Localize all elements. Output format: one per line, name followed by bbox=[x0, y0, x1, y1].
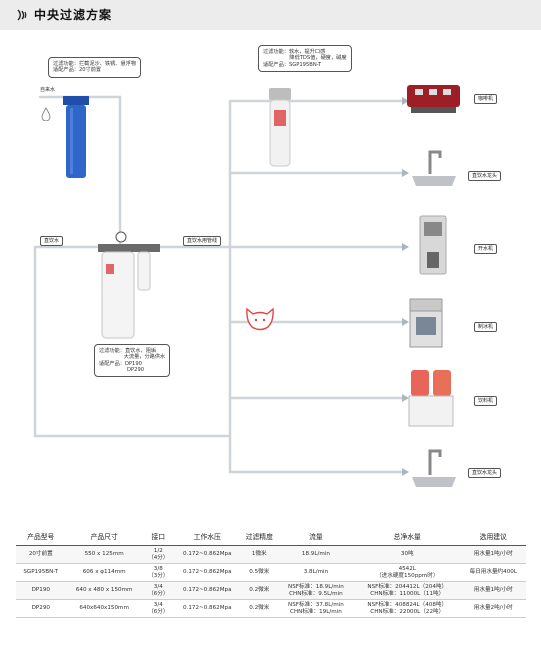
pipe-network bbox=[33, 95, 409, 476]
spec-table: 产品型号 产品尺寸 接口 工作水压 过滤精度 流量 总净水量 选用建议 20寸前… bbox=[16, 527, 526, 618]
water-boiler-image bbox=[419, 215, 447, 275]
table-cell: 4542L （进水硬度150ppm时） bbox=[353, 563, 461, 582]
table-cell: 20寸前置 bbox=[16, 545, 66, 564]
table-cell: 用水量1吨/小时 bbox=[460, 581, 526, 600]
table-cell: 0.2微米 bbox=[240, 581, 278, 600]
appliance-label-drink: 饮料机 bbox=[474, 396, 498, 406]
table-cell: 0.2微米 bbox=[240, 599, 278, 618]
col-header: 选用建议 bbox=[460, 527, 526, 546]
appliance-label-faucet-2: 直饮水龙头 bbox=[468, 468, 502, 478]
sgp-filter-image bbox=[269, 88, 291, 167]
mascot-icon bbox=[246, 307, 274, 331]
table-cell: NSF标准：37.8L/min CHN标准：19L/min bbox=[277, 599, 354, 618]
table-cell: 3/4 （6分） bbox=[142, 599, 174, 618]
table-cell: 0.172~0.862Mpa bbox=[173, 563, 241, 582]
direct-water-tag-right: 直饮水用管线 bbox=[183, 236, 222, 246]
col-header: 接口 bbox=[142, 527, 174, 546]
table-cell: 640 x 480 x 150mm bbox=[65, 581, 143, 600]
water-logo-icon bbox=[17, 9, 27, 21]
col-header: 工作水压 bbox=[173, 527, 241, 546]
table-cell: 640x640x150mm bbox=[65, 599, 143, 618]
table-cell: 3.8L/min bbox=[277, 563, 354, 582]
col-header: 产品型号 bbox=[16, 527, 66, 546]
table-cell: 3/8 （3分） bbox=[142, 563, 174, 582]
beverage-dispenser-image bbox=[408, 370, 454, 427]
table-cell: 0.172~0.862Mpa bbox=[173, 581, 241, 600]
table-cell: 3/4 （6分） bbox=[142, 581, 174, 600]
table-cell: 18.9L/min bbox=[277, 545, 354, 564]
appliance-label-ice: 制冰机 bbox=[474, 322, 498, 332]
coffee-machine-image bbox=[407, 85, 460, 113]
table-row: 20寸前置 550 x 125mm 1/2 （4分） 0.172~0.862Mp… bbox=[16, 545, 526, 564]
table-row: SGP195BN-T 606 x φ114mm 3/8 （3分） 0.172~0… bbox=[16, 563, 526, 582]
table-cell: 606 x φ114mm bbox=[65, 563, 143, 582]
table-cell: DP290 bbox=[16, 599, 66, 618]
table-row: DP290 640x640x150mm 3/4 （6分） 0.172~0.862… bbox=[16, 599, 526, 618]
table-cell: 用水量2吨/小时 bbox=[460, 599, 526, 618]
table-cell: 1微米 bbox=[240, 545, 278, 564]
faucet-image-2 bbox=[412, 449, 456, 487]
sgp-callout: 过滤功能：软水，提升口感 降低TDS值，硬度，碱度 适配产品：SGP195BN-… bbox=[258, 45, 352, 72]
col-header: 过滤精度 bbox=[240, 527, 278, 546]
table-cell: 0.172~0.862Mpa bbox=[173, 599, 241, 618]
direct-water-tag-left: 直饮水 bbox=[40, 236, 64, 246]
appliance-label-coffee: 咖啡机 bbox=[474, 94, 498, 104]
tap-water-label: 自来水 bbox=[40, 87, 56, 93]
table-cell: 0.5微米 bbox=[240, 563, 278, 582]
col-header: 产品尺寸 bbox=[65, 527, 143, 546]
page-title: 中央过滤方案 bbox=[34, 8, 113, 22]
page-header: 中央过滤方案 bbox=[0, 0, 541, 30]
spec-header-row: 产品型号 产品尺寸 接口 工作水压 过滤精度 流量 总净水量 选用建议 bbox=[16, 527, 526, 546]
col-header: 流量 bbox=[277, 527, 354, 546]
central-filter-image bbox=[98, 231, 160, 339]
appliance-label-boiler: 开水机 bbox=[474, 244, 498, 254]
table-cell: 每日用水量约400L bbox=[460, 563, 526, 582]
table-cell: DP190 bbox=[16, 581, 66, 600]
table-cell: NSF标准：204412L（204吨） CHN标准：11000L（11吨） bbox=[353, 581, 461, 600]
table-cell: 用水量1吨/小时 bbox=[460, 545, 526, 564]
table-row: DP190 640 x 480 x 150mm 3/4 （6分） 0.172~0… bbox=[16, 581, 526, 600]
col-header: 总净水量 bbox=[353, 527, 461, 546]
table-cell: 30吨 bbox=[353, 545, 461, 564]
water-drop-icon bbox=[41, 107, 51, 121]
central-filter-callout: 过滤功能：直饮水，阻垢 大流量，分路供水 适配产品：DP190 DP290 bbox=[94, 344, 171, 378]
appliance-label-faucet-1: 直饮水龙头 bbox=[468, 171, 502, 181]
prefilter-callout: 过滤功能：拦截泥沙、铁锈、悬浮物 适配产品：20寸前置 bbox=[48, 57, 142, 78]
faucet-image-1 bbox=[412, 150, 456, 186]
table-cell: 0.172~0.862Mpa bbox=[173, 545, 241, 564]
table-cell: 550 x 125mm bbox=[65, 545, 143, 564]
prefilter-housing-image bbox=[63, 96, 89, 178]
table-cell: SGP195BN-T bbox=[16, 563, 66, 582]
table-cell: 1/2 （4分） bbox=[142, 545, 174, 564]
table-cell: NSF标准：408824L（408吨） CHN标准：22000L（22吨） bbox=[353, 599, 461, 618]
ice-maker-image bbox=[409, 298, 443, 348]
table-cell: NSF标准：18.9L/min CHN标准：9.5L/min bbox=[277, 581, 354, 600]
